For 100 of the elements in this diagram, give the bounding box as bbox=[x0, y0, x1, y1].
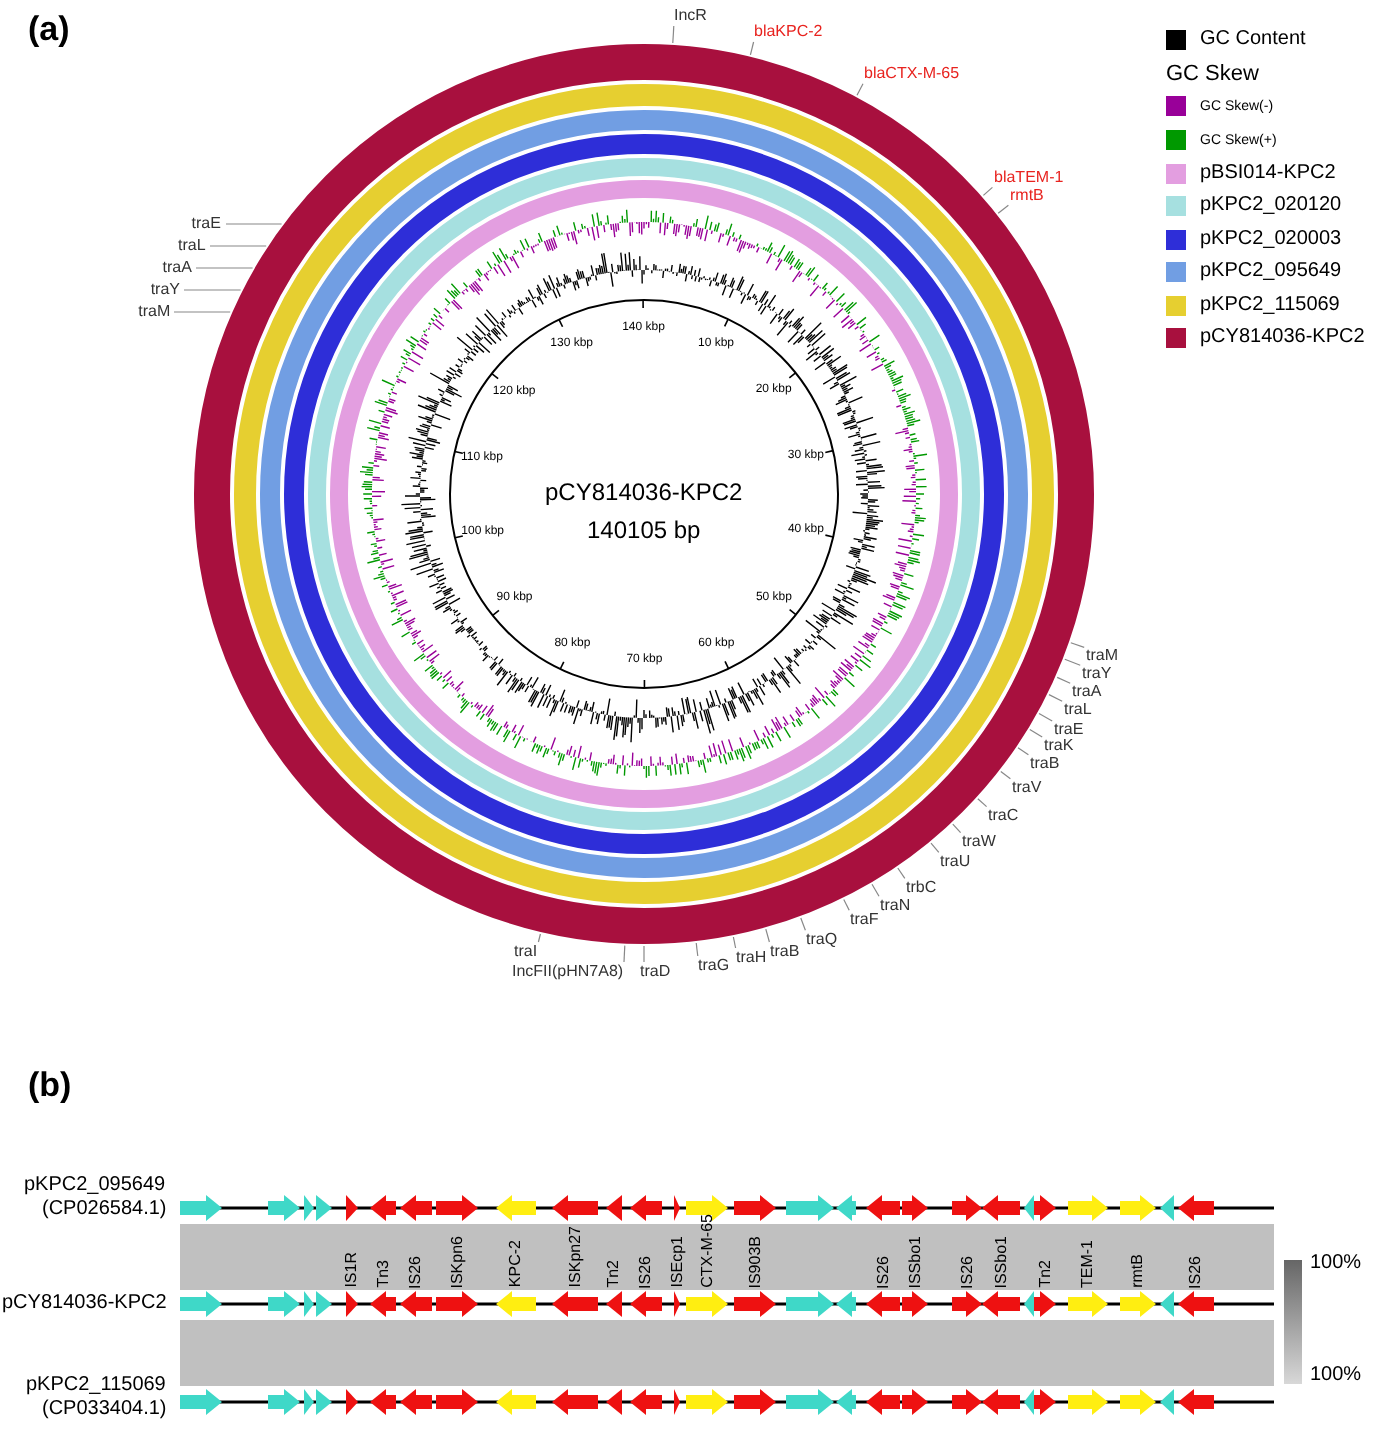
leader-line bbox=[1070, 642, 1085, 648]
leader-line bbox=[195, 267, 254, 269]
gene-label: IS1R bbox=[344, 1252, 360, 1288]
gene-label: traU bbox=[940, 854, 971, 870]
gene-label: IS903B bbox=[747, 1236, 763, 1289]
gene-label: blaTEM-1 bbox=[994, 170, 1064, 186]
gene-label: traG bbox=[698, 958, 730, 974]
leader-line bbox=[643, 945, 645, 963]
legend-heading: GC Skew bbox=[1166, 64, 1259, 86]
legend-label: pKPC2_020120 bbox=[1200, 196, 1342, 216]
leader-line bbox=[897, 867, 906, 879]
gene-label: rmtB bbox=[1010, 188, 1044, 204]
leader-line bbox=[537, 933, 541, 943]
plasmid-name: pCY814036-KPC2 bbox=[2, 1294, 167, 1314]
gene-label: traA bbox=[162, 260, 192, 276]
gene-label: blaCTX-M-65 bbox=[864, 66, 960, 82]
leader-line bbox=[183, 289, 242, 291]
leader-line bbox=[225, 223, 283, 225]
accession-number: (CP026584.1) bbox=[42, 1200, 167, 1220]
gene-label: traD bbox=[640, 964, 671, 980]
leader-line bbox=[871, 883, 880, 897]
gene-label: Tn3 bbox=[375, 1260, 391, 1288]
gene-label: ISSbo1 bbox=[907, 1236, 923, 1289]
gene-label: traV bbox=[1012, 780, 1042, 796]
leader-line bbox=[732, 936, 737, 949]
leader-line bbox=[1048, 694, 1063, 702]
gene-label: IncFII(pHN7A8) bbox=[512, 964, 624, 980]
gene-label: traE bbox=[191, 216, 221, 232]
gene-label: traC bbox=[988, 808, 1019, 824]
gene-label: Tn2 bbox=[606, 1260, 622, 1288]
legend-label: pCY814036-KPC2 bbox=[1200, 328, 1365, 348]
leader-line bbox=[977, 798, 988, 808]
plasmid-name: pCY814036-KPC2 bbox=[545, 480, 743, 504]
leader-line bbox=[173, 311, 231, 313]
gene-label: CTX-M-65 bbox=[699, 1214, 715, 1288]
leader-line bbox=[749, 41, 755, 56]
leader-line bbox=[800, 917, 806, 931]
leader-line bbox=[1000, 770, 1011, 780]
gene-label: traW bbox=[962, 834, 996, 850]
leader-line bbox=[856, 83, 864, 96]
gene-label: IncR bbox=[674, 8, 707, 24]
scale-value: 100% bbox=[1310, 1254, 1362, 1274]
leader-line bbox=[1038, 713, 1053, 722]
legend-label: pBSI014-KPC2 bbox=[1200, 164, 1336, 184]
gene-label: IS26 bbox=[638, 1256, 654, 1289]
gene-label: traF bbox=[850, 912, 879, 928]
gene-label: ISKpn6 bbox=[449, 1236, 465, 1289]
leader-line bbox=[1017, 747, 1029, 756]
leader-line bbox=[997, 204, 1009, 214]
gene-label: traY bbox=[1082, 666, 1112, 682]
gene-label: traK bbox=[1044, 738, 1074, 754]
leader-line bbox=[209, 245, 267, 247]
legend-label: GC Content bbox=[1200, 30, 1306, 50]
plasmid-name: pKPC2_095649 bbox=[24, 1176, 166, 1196]
gene-label: traB bbox=[770, 944, 800, 960]
leader-line bbox=[1029, 728, 1043, 738]
gene-label: traH bbox=[736, 950, 767, 966]
gene-label: traM bbox=[138, 304, 171, 320]
gene-label: IS26 bbox=[875, 1256, 891, 1289]
leader-line bbox=[695, 942, 699, 957]
panel-label: (b) bbox=[28, 1068, 72, 1102]
scale-value: 100% bbox=[1310, 1366, 1362, 1386]
gene-label: traA bbox=[1072, 684, 1102, 700]
leader-line bbox=[843, 898, 850, 911]
gene-label: Tn2 bbox=[1037, 1260, 1053, 1288]
gene-label: KPC-2 bbox=[508, 1240, 524, 1288]
leader-line bbox=[982, 186, 993, 196]
gene-label: traL bbox=[178, 238, 206, 254]
gene-label: IS26 bbox=[408, 1256, 424, 1289]
gene-label: traY bbox=[150, 282, 180, 298]
leader-line bbox=[623, 945, 626, 963]
legend-label: pKPC2_095649 bbox=[1200, 262, 1342, 282]
gene-label: rmtB bbox=[1130, 1254, 1146, 1288]
gene-label: traL bbox=[1064, 702, 1092, 718]
plasmid-size: 140105 bp bbox=[587, 518, 701, 542]
gene-label: ISKpn27 bbox=[567, 1226, 583, 1288]
gene-label: traN bbox=[880, 898, 911, 914]
leader-line bbox=[1056, 676, 1071, 684]
accession-number: (CP033404.1) bbox=[42, 1400, 167, 1420]
gene-label: blaKPC-2 bbox=[754, 24, 823, 40]
gene-label: traI bbox=[514, 944, 538, 960]
leader-line bbox=[930, 842, 940, 853]
panel-label: (a) bbox=[28, 12, 70, 46]
gene-label: traQ bbox=[806, 932, 838, 948]
gene-label: ISSbo1 bbox=[993, 1236, 1009, 1289]
gene-label: ISEcp1 bbox=[669, 1236, 685, 1288]
leader-line bbox=[1064, 658, 1081, 666]
leader-line bbox=[952, 823, 962, 834]
leader-line bbox=[672, 25, 675, 44]
plasmid-name: pKPC2_115069 bbox=[26, 1376, 166, 1396]
gene-label: TEM-1 bbox=[1080, 1240, 1096, 1288]
legend-label: pKPC2_115069 bbox=[1200, 296, 1340, 316]
gene-label: traM bbox=[1086, 648, 1118, 664]
gene-label: traB bbox=[1030, 756, 1060, 772]
gene-label: trbC bbox=[906, 880, 937, 896]
legend-label: pKPC2_020003 bbox=[1200, 230, 1342, 250]
gene-label: IS26 bbox=[1188, 1256, 1204, 1289]
gene-label: traE bbox=[1054, 722, 1084, 738]
leader-line bbox=[765, 928, 770, 943]
gene-label: IS26 bbox=[959, 1256, 975, 1289]
